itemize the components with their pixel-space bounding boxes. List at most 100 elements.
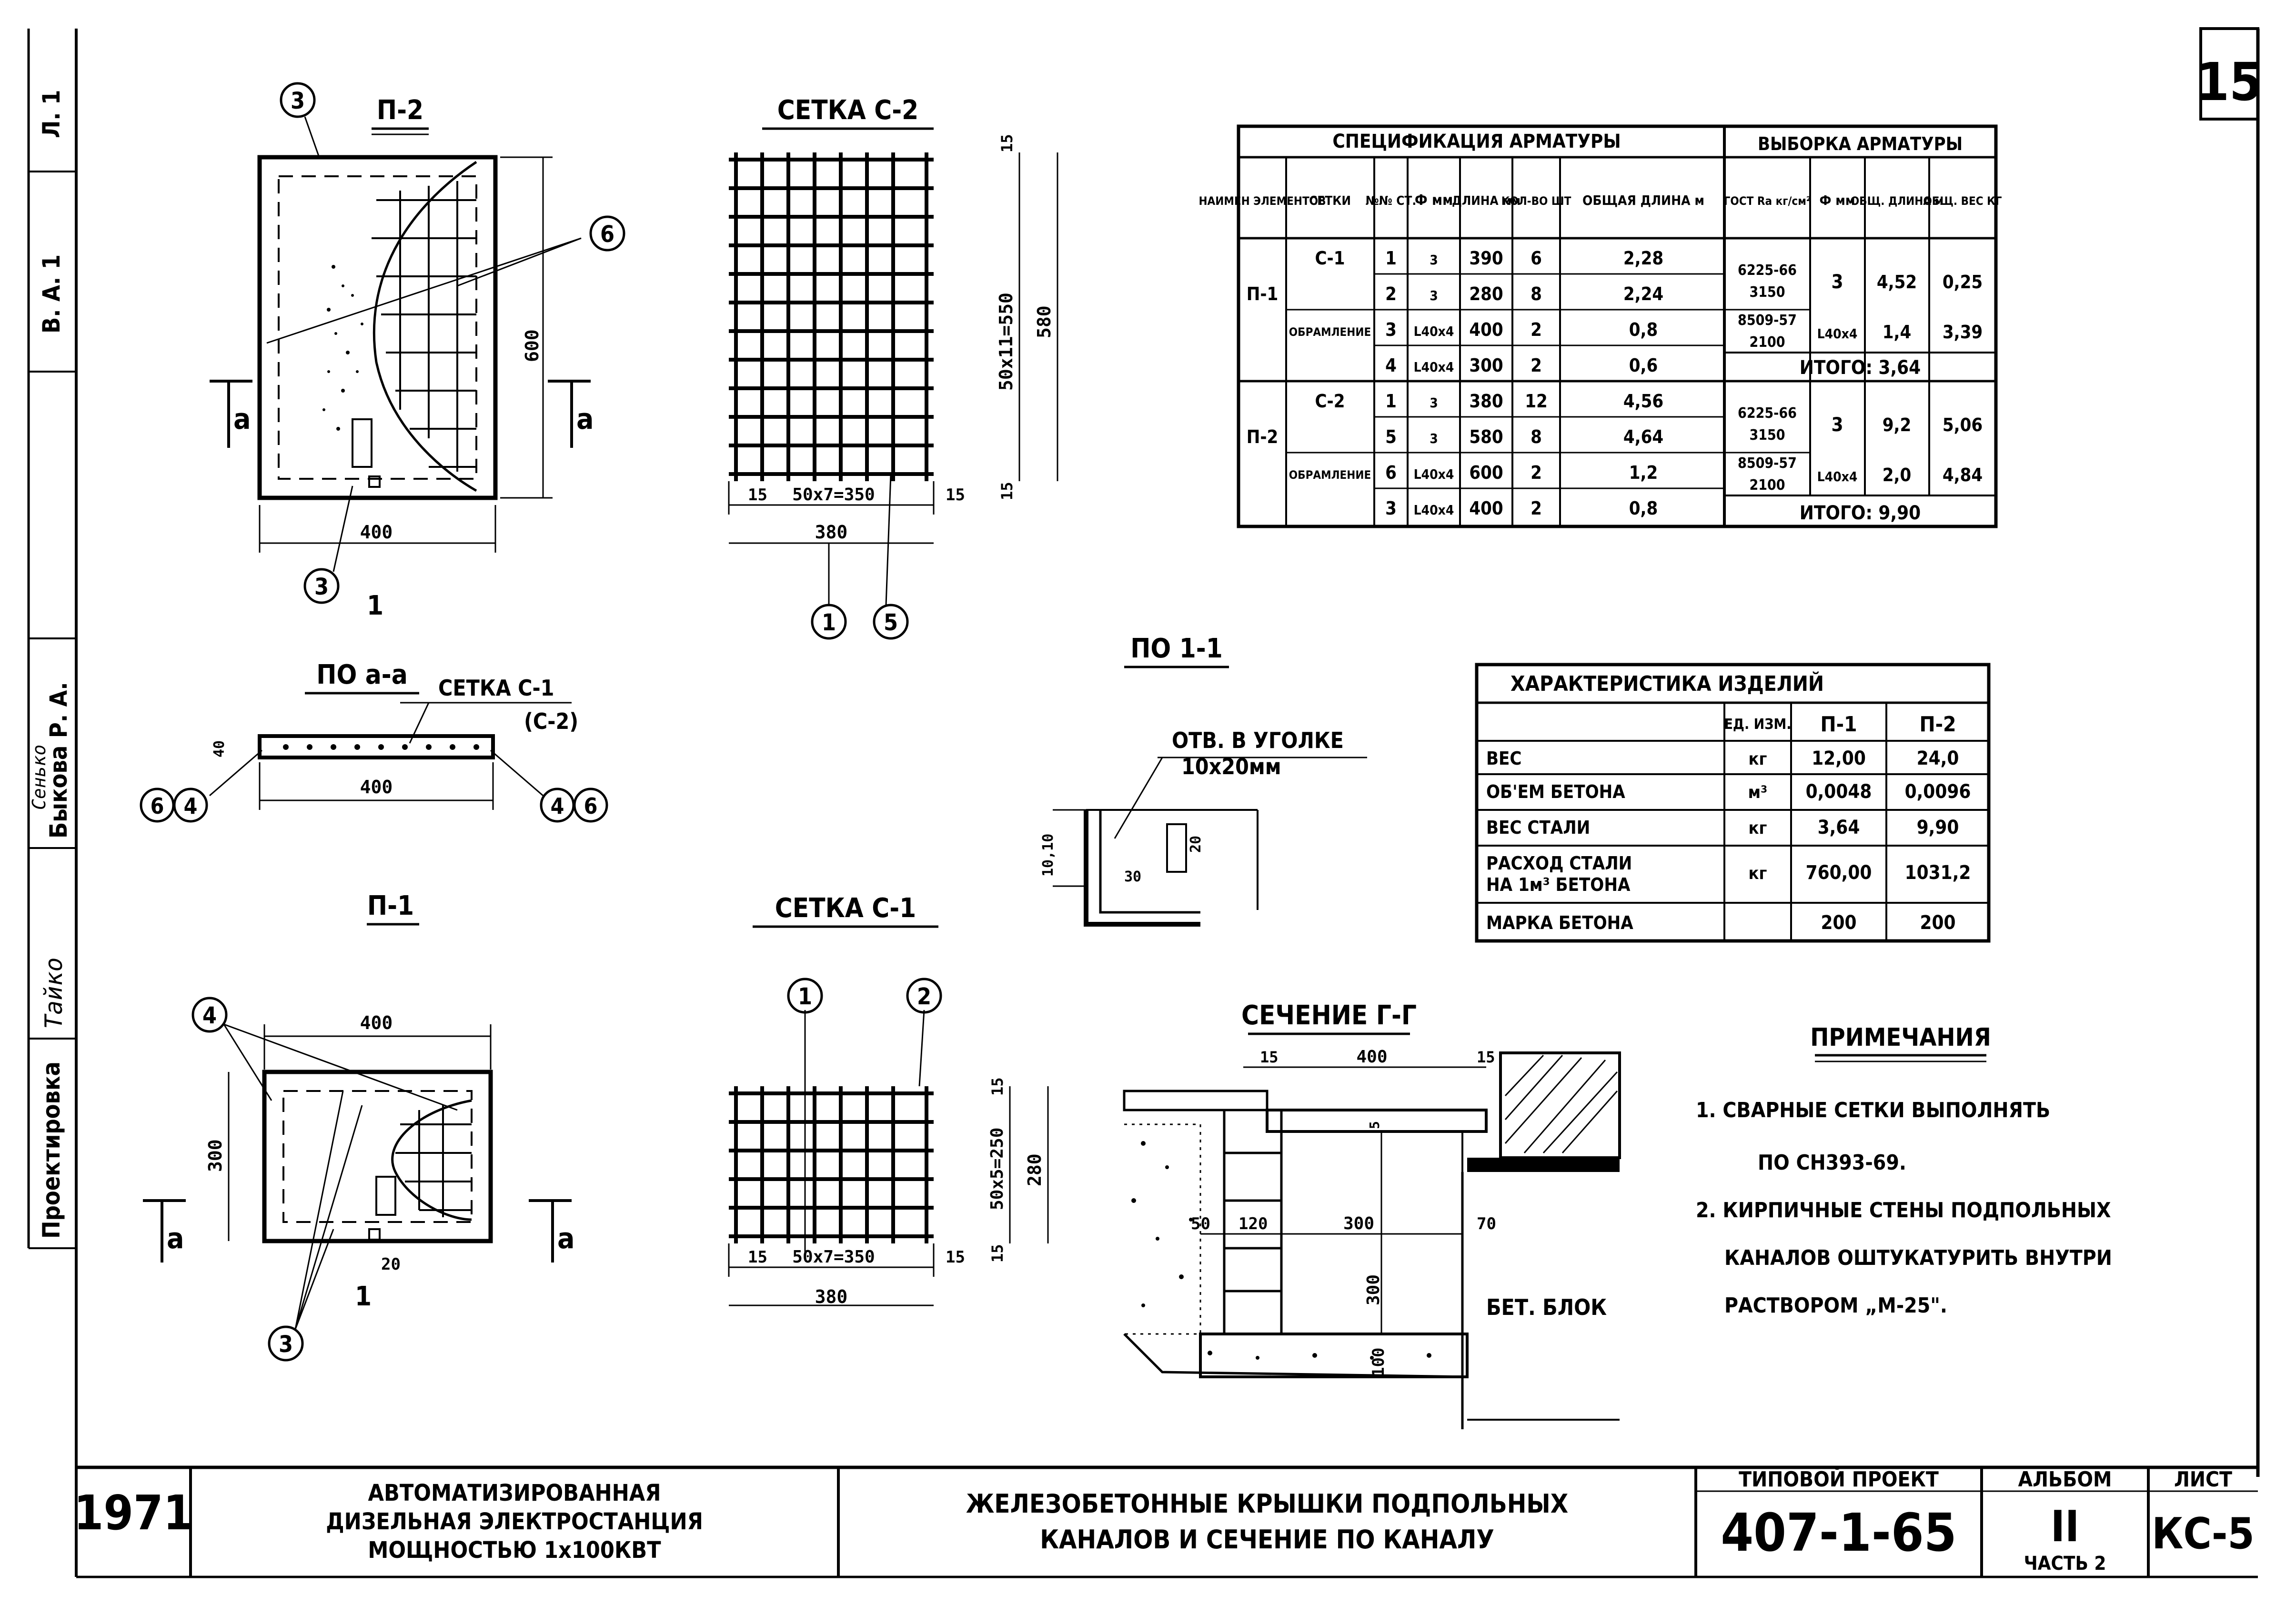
char-value-p2: 1031,2 bbox=[1905, 862, 1971, 884]
p1-cut-mark: 1 bbox=[355, 1281, 372, 1312]
poaa-callout-6-right: 6 bbox=[584, 793, 598, 819]
sel-gost: 8509-57 bbox=[1738, 455, 1797, 472]
char-header-unit: ЕД. ИЗМ. bbox=[1724, 716, 1791, 733]
char-row-label: МАРКА БЕТОНА bbox=[1486, 912, 1633, 933]
char-row-label: ВЕС bbox=[1486, 748, 1522, 769]
char-row-label: НА 1м³ БЕТОНА bbox=[1486, 874, 1631, 895]
tb-list-number: КС-5 bbox=[2152, 1509, 2255, 1559]
c1-title: СЕТКА С-1 bbox=[775, 893, 916, 924]
char-header-p2: П-2 bbox=[1919, 712, 1956, 737]
p1-section-mark-right: а bbox=[557, 1222, 574, 1255]
p1-section-mark-left: а bbox=[167, 1222, 184, 1255]
c1-dim-edge-bottom: 15 bbox=[988, 1244, 1007, 1262]
spec-cell: 3 bbox=[1430, 252, 1438, 268]
sel-diameter: L40х4 bbox=[1817, 326, 1858, 342]
sel-diameter: 3 bbox=[1831, 271, 1843, 293]
spec-cell: 1 bbox=[1385, 248, 1397, 269]
p2-callout-3-bottom: 3 bbox=[314, 574, 329, 600]
spec-header: Ф мм bbox=[1415, 192, 1453, 209]
sel-length: 9,2 bbox=[1883, 414, 1912, 435]
sel-length: 4,52 bbox=[1877, 272, 1917, 293]
note-line: РАСТВОРОМ „М-25". bbox=[1724, 1293, 1947, 1318]
p2-section-mark-right: а bbox=[576, 403, 594, 436]
sel-gost: 8509-57 bbox=[1738, 312, 1797, 329]
char-value-p2: 0,0096 bbox=[1905, 781, 1971, 803]
char-value-p1: 760,00 bbox=[1806, 862, 1872, 884]
char-unit: кг bbox=[1749, 864, 1767, 883]
c1-dim-total-h: 280 bbox=[1024, 1153, 1045, 1186]
c1-callout-1: 1 bbox=[798, 983, 812, 1010]
spec-cell: 400 bbox=[1469, 498, 1503, 519]
p1-callout-3: 3 bbox=[279, 1331, 293, 1358]
tb-typ-number: 407-1-65 bbox=[1721, 1502, 1956, 1563]
spec-header: СЕТКИ bbox=[1309, 194, 1351, 208]
spec-cell: 0,6 bbox=[1629, 355, 1658, 376]
spec-header: ГОСТ Ra кг/см² bbox=[1724, 194, 1811, 208]
c2-dim-total-w: 380 bbox=[815, 522, 848, 543]
poaa-title: ПО а-а bbox=[316, 659, 407, 690]
gg-dim-15-right: 15 bbox=[1477, 1048, 1495, 1066]
poaa-callout-4-left: 4 bbox=[184, 793, 198, 819]
sel-gost: 6225-66 bbox=[1738, 405, 1797, 422]
note-line: 2. КИРПИЧНЫЕ СТЕНЫ ПОДПОЛЬНЫХ bbox=[1696, 1198, 2111, 1222]
spec-headers: НАИМЕН ЭЛЕМЕНТОВ СЕТКИ №№ СТ. Ф мм ДЛИНА… bbox=[1198, 192, 2002, 209]
spec-header: Ф мм bbox=[1820, 192, 1855, 208]
spec-cell: С-1 bbox=[1315, 248, 1345, 269]
tb-project-line: АВТОМАТИЗИРОВАННАЯ bbox=[368, 1480, 661, 1506]
c2-title: СЕТКА С-2 bbox=[777, 95, 918, 126]
sel-weight: 0,25 bbox=[1943, 272, 1983, 293]
spec-cell: 3 bbox=[1430, 288, 1438, 303]
margin-signature-2: Тайко bbox=[40, 957, 68, 1029]
spec-title-right: ВЫБОРКА АРМАТУРЫ bbox=[1758, 133, 1963, 154]
poaa-callout-4-right: 4 bbox=[551, 793, 564, 819]
char-row-label: ВЕС СТАЛИ bbox=[1486, 817, 1590, 838]
spec-header: ОБЩАЯ ДЛИНА м bbox=[1582, 192, 1704, 208]
char-value-p1: 0,0048 bbox=[1806, 781, 1872, 803]
spec-cell: 3 bbox=[1385, 319, 1397, 340]
spec-cell: П-2 bbox=[1247, 426, 1279, 447]
spec-cell: 0,8 bbox=[1629, 319, 1658, 340]
po11-note1: ОТВ. В УГОЛКЕ bbox=[1172, 727, 1344, 753]
gg-dim-120: 120 bbox=[1239, 1214, 1268, 1233]
sel-ra: 2100 bbox=[1749, 334, 1785, 351]
view-p1: П-1 400 300 20 а а 1 4 3 bbox=[143, 890, 574, 1362]
spec-cell: 4,64 bbox=[1623, 426, 1663, 447]
p1-dim-width: 400 bbox=[360, 1012, 393, 1033]
char-header-p1: П-1 bbox=[1820, 712, 1857, 737]
view-setka-c2: СЕТКА С-2 15 50х7=350 15 380 50х11=550 5… bbox=[728, 95, 1058, 640]
spec-cell: L40х4 bbox=[1414, 359, 1454, 375]
note-line: КАНАЛОВ ОШТУКАТУРИТЬ ВНУТРИ bbox=[1724, 1246, 2112, 1270]
gg-dim-400: 400 bbox=[1356, 1047, 1387, 1067]
tb-project-line: ДИЗЕЛЬНАЯ ЭЛЕКТРОСТАНЦИЯ bbox=[326, 1508, 703, 1535]
spec-cell: 3 bbox=[1430, 395, 1438, 411]
char-value-p1: 3,64 bbox=[1818, 817, 1860, 838]
spec-cell: 600 bbox=[1469, 462, 1503, 483]
char-value-p1: 12,00 bbox=[1812, 747, 1866, 769]
gg-dim-100: 100 bbox=[1369, 1348, 1388, 1377]
c2-dim-edge-bottom: 15 bbox=[998, 482, 1016, 500]
sel-weight: 5,06 bbox=[1943, 414, 1983, 435]
spec-cell: 4,56 bbox=[1623, 391, 1663, 412]
poaa-dim-thickness: 40 bbox=[211, 740, 228, 758]
spec-cell: 2 bbox=[1531, 319, 1542, 340]
note-line: 1. СВАРНЫЕ СЕТКИ ВЫПОЛНЯТЬ bbox=[1696, 1098, 2050, 1122]
char-unit: м³ bbox=[1748, 783, 1768, 802]
spec-cell: 300 bbox=[1469, 355, 1503, 376]
char-row-label: ОБ'ЕМ БЕТОНА bbox=[1486, 781, 1625, 802]
sel-length: 2,0 bbox=[1883, 465, 1912, 485]
spec-table bbox=[1237, 124, 1998, 528]
p2-dim-height: 600 bbox=[522, 329, 543, 362]
notes-title: ПРИМЕЧАНИЯ bbox=[1810, 1023, 1991, 1052]
tb-album-part: ЧАСТЬ 2 bbox=[2024, 1553, 2106, 1575]
p1-dim-height: 300 bbox=[205, 1139, 226, 1172]
poaa-label2: (С-2) bbox=[524, 708, 578, 734]
spec-cell: L40х4 bbox=[1414, 502, 1454, 518]
sel-ra: 3150 bbox=[1749, 427, 1785, 444]
char-unit: кг bbox=[1749, 818, 1767, 838]
tb-year: 1971 bbox=[74, 1485, 193, 1541]
po11-dim-2: 20 bbox=[1188, 836, 1204, 853]
p2-callout-6: 6 bbox=[600, 221, 614, 248]
